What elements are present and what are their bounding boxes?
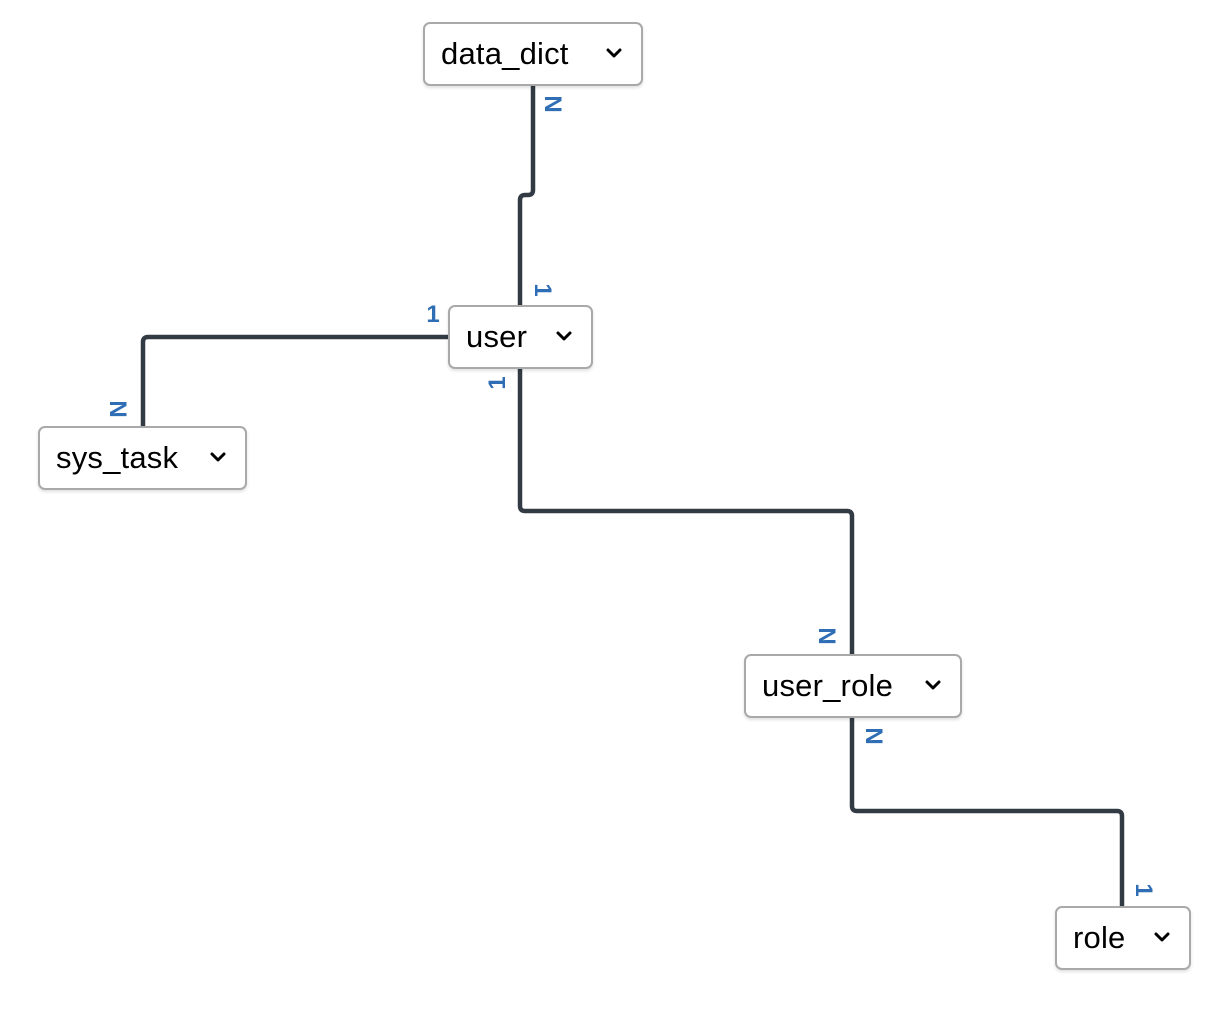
cardinality-label: N — [104, 400, 131, 417]
cardinality-label: 1 — [529, 283, 556, 296]
cardinality-label: N — [539, 95, 566, 112]
node-data-dict[interactable]: data_dict — [423, 22, 643, 86]
chevron-down-icon[interactable] — [1153, 931, 1171, 943]
node-sys-task[interactable]: sys_task — [38, 426, 247, 490]
cardinality-label: 1 — [484, 376, 511, 389]
chevron-down-icon[interactable] — [555, 330, 573, 342]
node-label: data_dict — [441, 36, 569, 71]
node-user-role[interactable]: user_role — [744, 654, 962, 718]
chevron-down-icon[interactable] — [209, 451, 227, 463]
edge-user-user-role — [517, 369, 855, 654]
edge-user-sys-task — [140, 334, 448, 426]
node-user[interactable]: user — [448, 305, 593, 369]
chevron-down-icon[interactable] — [924, 679, 942, 691]
node-label: user_role — [762, 668, 894, 703]
cardinality-label: 1 — [426, 301, 439, 328]
node-label: sys_task — [56, 440, 179, 475]
node-role[interactable]: role — [1055, 906, 1191, 970]
edge-user-role-role — [849, 718, 1125, 906]
chevron-down-icon[interactable] — [605, 47, 623, 59]
cardinality-label: N — [860, 727, 887, 744]
node-label: user — [466, 319, 528, 354]
cardinality-label: 1 — [1130, 883, 1157, 896]
cardinality-label: N — [813, 627, 840, 644]
edge-data-dict-user — [517, 86, 536, 305]
node-label: role — [1073, 920, 1126, 955]
